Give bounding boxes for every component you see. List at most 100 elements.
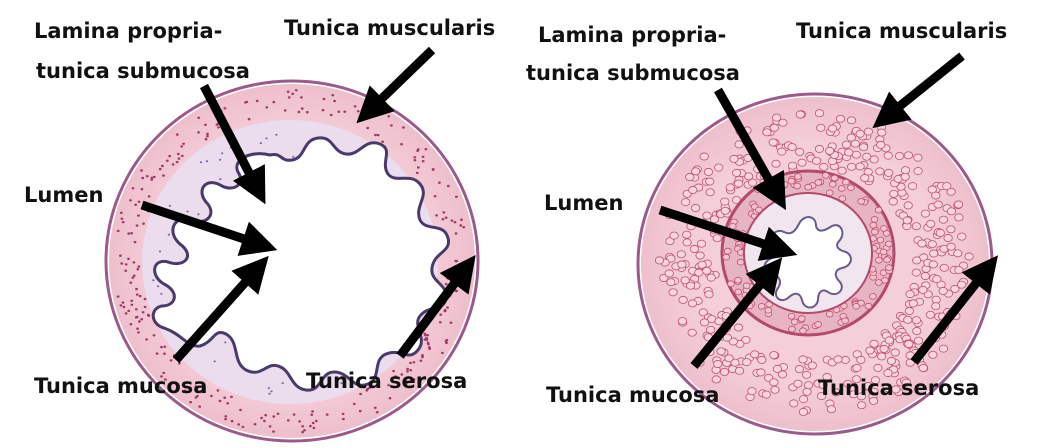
cell-nucleus [293,413,296,415]
cell-nucleus [414,159,417,161]
cell-nucleus [737,259,744,265]
cell-nucleus [928,241,936,248]
cell-nucleus [117,230,120,232]
cell-nucleus [153,334,156,336]
cell-nucleus [450,322,453,324]
cell-nucleus [131,304,134,306]
cell-nucleus [432,168,435,170]
cell-nucleus [435,214,438,216]
cell-nucleus [151,177,154,179]
cell-nucleus [955,267,963,274]
cell-nucleus [826,147,834,154]
cell-nucleus [434,195,437,197]
cell-nucleus [219,178,221,180]
left-label-lamina-line2: tunica submucosa [36,59,250,83]
cell-nucleus [353,403,356,405]
cell-nucleus [301,107,304,109]
cell-nucleus [930,250,938,257]
cell-nucleus [443,273,446,275]
cell-nucleus [772,160,780,167]
cell-nucleus [426,334,429,336]
cell-nucleus [743,283,750,289]
cell-nucleus [871,217,878,223]
cell-nucleus [717,348,725,355]
cell-nucleus [298,420,301,422]
cell-nucleus [136,328,139,330]
cell-nucleus [808,362,816,369]
cell-nucleus [402,126,405,128]
cell-nucleus [359,393,362,395]
cell-nucleus [884,152,892,159]
cell-nucleus [732,169,740,176]
cell-nucleus [306,111,309,113]
cell-nucleus [799,396,807,403]
cell-nucleus [376,411,379,413]
cell-nucleus [876,257,883,263]
cell-nucleus [688,300,696,307]
cell-nucleus [735,289,742,295]
cell-nucleus [137,214,140,216]
cell-nucleus [770,352,778,359]
cell-nucleus [159,168,162,170]
cell-nucleus [120,304,123,306]
cell-nucleus [451,219,454,221]
cell-nucleus [688,329,696,336]
cell-nucleus [311,410,314,412]
cell-nucleus [135,288,138,290]
cell-nucleus [219,159,221,161]
cell-nucleus [705,291,713,298]
cell-nucleus [172,163,175,165]
cell-nucleus [834,356,842,363]
cell-nucleus [298,111,301,113]
cell-nucleus [206,133,209,135]
cell-nucleus [161,165,164,167]
cell-nucleus [421,356,424,358]
cell-nucleus [224,107,227,109]
cell-nucleus [853,364,861,371]
cell-nucleus [890,190,898,197]
cell-nucleus [858,199,865,205]
cell-nucleus [757,369,765,376]
cell-nucleus [272,430,275,432]
cell-nucleus [226,402,229,404]
cell-nucleus [256,100,259,102]
cell-nucleus [125,312,128,314]
cell-nucleus [815,145,823,152]
cell-nucleus [958,233,966,240]
cell-nucleus [389,397,392,399]
cell-nucleus [198,405,201,407]
cell-nucleus [667,279,675,286]
right-label-lumen: Lumen [544,191,623,215]
cell-nucleus [446,277,449,279]
cell-nucleus [905,307,913,314]
cell-nucleus [136,224,139,226]
cell-nucleus [889,198,897,205]
cell-nucleus [725,355,733,362]
cell-nucleus [715,164,723,171]
cell-nucleus [330,114,333,116]
cell-nucleus [129,282,132,284]
cell-nucleus [838,167,846,174]
cell-nucleus [932,303,940,310]
cell-nucleus [287,91,290,93]
cell-nucleus [721,198,729,205]
cell-nucleus [387,115,390,117]
cell-nucleus [263,420,266,422]
cell-nucleus [138,201,141,203]
cell-nucleus [180,145,183,147]
cell-nucleus [260,142,262,144]
cell-nucleus [822,173,829,179]
cell-nucleus [842,141,850,148]
cell-nucleus [679,296,687,303]
cell-nucleus [848,185,855,191]
cell-nucleus [805,184,812,190]
cell-nucleus [908,183,916,190]
cell-nucleus [798,159,806,166]
cell-nucleus [264,414,267,416]
cell-nucleus [770,379,778,386]
cell-nucleus [697,240,705,247]
cell-nucleus [795,174,802,180]
cell-nucleus [695,269,703,276]
cell-nucleus [134,241,137,243]
